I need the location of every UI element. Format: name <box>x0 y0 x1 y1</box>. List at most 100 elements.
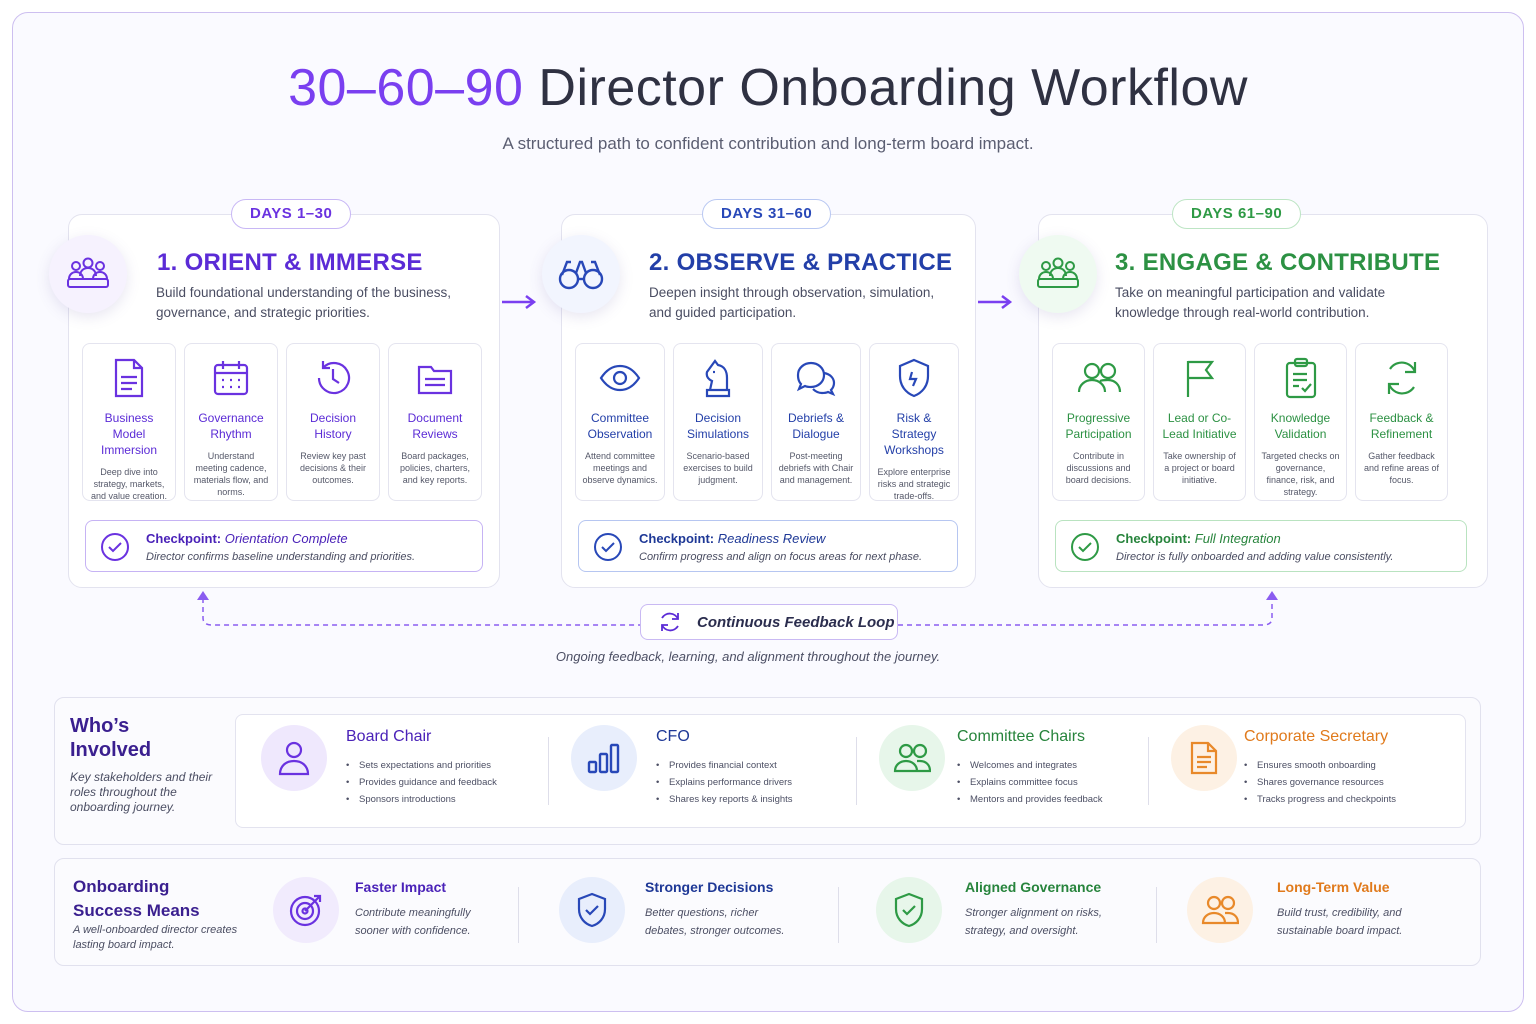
card-desc: Deep dive into strategy, markets, and va… <box>90 467 168 501</box>
phase-2-days: DAYS 31–60 <box>702 199 832 229</box>
checkpoint-name: Readiness Review <box>717 531 826 546</box>
role-name: Corporate Secretary <box>1244 728 1389 745</box>
phase-2-description: Deepen insight through observation, simu… <box>649 285 935 320</box>
role-item: Mentors and provides feedback <box>957 791 1103 808</box>
phase-1-days: DAYS 1–30 <box>231 199 352 229</box>
card-lead-initiative[interactable]: Lead or Co-Lead Initiative Take ownershi… <box>1153 343 1246 501</box>
role-item: Sponsors introductions <box>346 791 497 808</box>
card-desc: Board packages, policies, charters, and … <box>399 451 471 485</box>
calendar-icon <box>185 354 277 402</box>
outcome-name: Faster Impact <box>355 879 447 895</box>
outcome-desc: Better questions, richer debates, strong… <box>645 907 785 937</box>
check-circle-icon <box>101 533 129 561</box>
refresh-icon <box>1356 354 1447 402</box>
phase-2-cards: Committee Observation Attend committee m… <box>575 343 959 501</box>
card-desc: Review key past decisions & their outcom… <box>299 451 367 485</box>
history-clock-icon <box>287 354 379 402</box>
role-name: Committee Chairs <box>957 728 1086 745</box>
people-group-icon <box>1019 235 1097 313</box>
binoculars-icon <box>542 235 620 313</box>
arrow-right-icon <box>978 295 1013 309</box>
divider <box>1148 737 1149 805</box>
card-feedback-refinement[interactable]: Feedback & Refinement Gather feedback an… <box>1355 343 1448 501</box>
check-circle-icon <box>594 533 622 561</box>
target-icon <box>273 877 339 943</box>
shield-check-icon <box>559 877 625 943</box>
phase-1-description: Build foundational understanding of the … <box>156 285 451 320</box>
card-risk-strategy-workshops[interactable]: Risk & Strategy Workshops Explore enterp… <box>869 343 959 501</box>
outcome-name: Aligned Governance <box>965 879 1102 895</box>
feedback-loop-pill: Continuous Feedback Loop <box>640 604 898 640</box>
role-cfo: CFO Provides financial context Explains … <box>546 715 856 829</box>
card-business-model-immersion[interactable]: Business Model Immersion Deep dive into … <box>82 343 176 501</box>
card-governance-rhythm[interactable]: Governance Rhythm Understand meeting cad… <box>184 343 278 501</box>
role-name: Board Chair <box>346 728 432 745</box>
role-item: Shares key reports & insights <box>656 791 793 808</box>
outcome-desc: Stronger alignment on risks, strategy, a… <box>965 907 1102 937</box>
shield-icon <box>870 354 958 402</box>
phase-2-panel: DAYS 31–60 2. OBSERVE & PRACTICE Deepen … <box>542 199 976 588</box>
page-subtitle: A structured path to confident contribut… <box>502 134 1034 153</box>
role-name: CFO <box>656 728 690 745</box>
whos-involved-panel: Who’s Involved Key stakeholders and thei… <box>54 697 1481 845</box>
role-items: Provides financial context Explains perf… <box>656 757 793 808</box>
page-title: 30–60–90 Director Onboarding Workflow <box>0 58 1536 118</box>
card-document-reviews[interactable]: Document Reviews Board packages, policie… <box>388 343 482 501</box>
card-title: Business Model Immersion <box>100 411 157 457</box>
document-icon <box>1171 725 1237 791</box>
card-progressive-participation[interactable]: Progressive Participation Contribute in … <box>1052 343 1145 501</box>
success-title: Onboarding Success Means <box>73 877 200 920</box>
whos-involved-subtitle: Key stakeholders and their roles through… <box>70 770 213 814</box>
card-decision-history[interactable]: Decision History Review key past decisio… <box>286 343 380 501</box>
card-title: Committee Observation <box>587 411 653 441</box>
title-text: Director Onboarding Workflow <box>538 59 1248 117</box>
role-corporate-secretary: Corporate Secretary Ensures smooth onboa… <box>1146 715 1466 829</box>
role-committee-chairs: Committee Chairs Welcomes and integrates… <box>854 715 1144 829</box>
checkpoint-desc: Director confirms baseline understanding… <box>146 551 416 563</box>
card-title: Lead or Co-Lead Initiative <box>1162 411 1237 441</box>
shield-check-icon <box>876 877 942 943</box>
eye-icon <box>576 354 664 402</box>
card-title: Risk & Strategy Workshops <box>884 411 944 457</box>
check-circle-icon <box>1071 533 1099 561</box>
phase-1-cards: Business Model Immersion Deep dive into … <box>82 343 482 501</box>
checkpoint-label: Checkpoint: <box>146 531 222 546</box>
card-desc: Understand meeting cadence, materials fl… <box>193 451 269 497</box>
users-icon <box>879 725 945 791</box>
card-desc: Attend committee meetings and observe dy… <box>582 451 658 485</box>
checkpoint-desc: Confirm progress and align on focus area… <box>639 551 923 563</box>
checkpoint-name: Full Integration <box>1194 531 1281 546</box>
card-debriefs-dialogue[interactable]: Debriefs & Dialogue Post-meeting debrief… <box>771 343 861 501</box>
role-item: Explains committee focus <box>957 774 1103 791</box>
chat-bubbles-icon <box>772 354 860 402</box>
divider <box>548 737 549 805</box>
phase-3-panel: DAYS 61–90 3. ENGAGE & CONTRIBUTE Take o… <box>1019 199 1488 588</box>
people-group-icon <box>49 235 127 313</box>
card-decision-simulations[interactable]: Decision Simulations Scenario-based exer… <box>673 343 763 501</box>
card-title: Knowledge Validation <box>1270 411 1331 441</box>
phase-1-checkpoint: Checkpoint: Orientation Complete Directo… <box>85 520 483 572</box>
phase-3-days: DAYS 61–90 <box>1172 199 1302 229</box>
divider <box>518 887 519 943</box>
person-icon <box>261 725 327 791</box>
success-subtitle: A well-onboarded director creates lastin… <box>73 924 238 951</box>
feedback-loop-caption: Ongoing feedback, learning, and alignmen… <box>555 649 941 664</box>
outcome-faster-impact: Faster Impact Contribute meaningfully so… <box>273 859 523 967</box>
card-title: Feedback & Refinement <box>1369 411 1434 441</box>
outcome-aligned-governance: Aligned Governance Stronger alignment on… <box>876 859 1146 967</box>
flag-icon <box>1154 354 1245 402</box>
folder-icon <box>389 354 481 402</box>
card-title: Debriefs & Dialogue <box>787 411 845 441</box>
role-item: Shares governance resources <box>1244 774 1396 791</box>
role-item: Provides guidance and feedback <box>346 774 497 791</box>
card-desc: Targeted checks on governance, finance, … <box>1261 451 1340 497</box>
document-icon <box>83 354 175 402</box>
card-desc: Scenario-based exercises to build judgme… <box>683 451 753 485</box>
card-committee-observation[interactable]: Committee Observation Attend committee m… <box>575 343 665 501</box>
whos-involved-title: Who’s Involved <box>70 715 152 761</box>
outcome-name: Long-Term Value <box>1277 879 1390 895</box>
card-knowledge-validation[interactable]: Knowledge Validation Targeted checks on … <box>1254 343 1347 501</box>
checkpoint-title: Checkpoint: Full Integration <box>1116 531 1281 546</box>
outcome-desc: Build trust, credibility, and sustainabl… <box>1277 907 1403 937</box>
role-board-chair: Board Chair Sets expectations and priori… <box>236 715 546 829</box>
